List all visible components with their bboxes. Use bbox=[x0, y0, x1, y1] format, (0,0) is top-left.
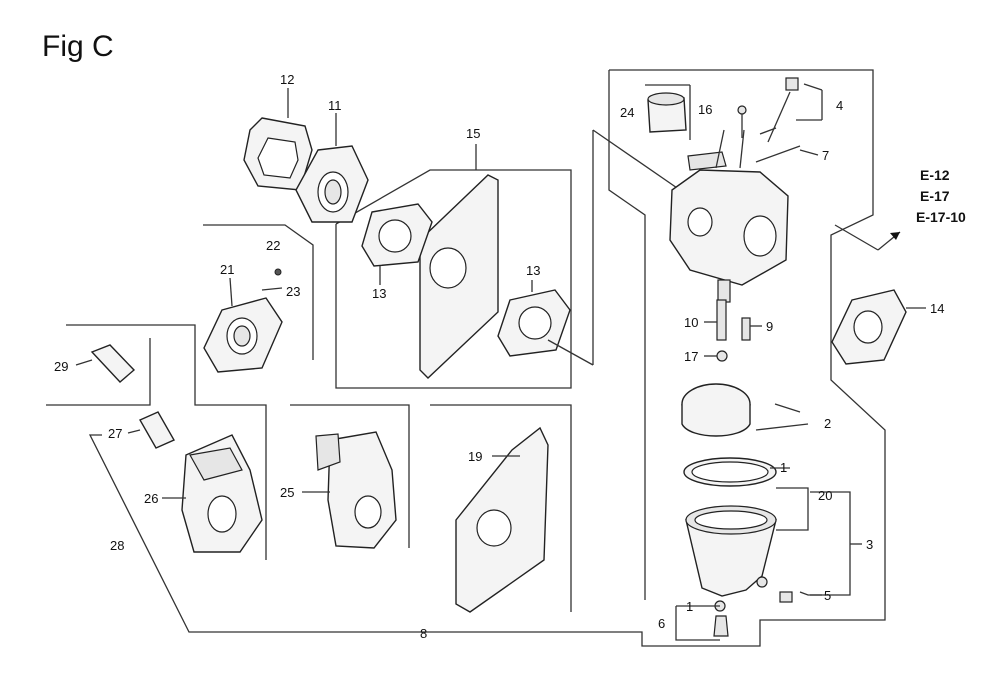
label-24: 24 bbox=[620, 105, 634, 120]
part-20-bowl bbox=[685, 505, 777, 597]
part-29-breather bbox=[75, 344, 136, 383]
group-outlines bbox=[46, 69, 901, 647]
label-29: 29 bbox=[54, 359, 68, 374]
label-9: 9 bbox=[766, 319, 773, 334]
label-7: 7 bbox=[822, 148, 829, 163]
ref-e17-10: E-17-10 bbox=[916, 209, 966, 225]
label-22: 22 bbox=[266, 238, 280, 253]
part-19-plate bbox=[455, 426, 549, 613]
label-16: 16 bbox=[698, 102, 712, 117]
label-3: 3 bbox=[866, 537, 873, 552]
arrow-icon bbox=[890, 232, 900, 240]
part-27-fitting bbox=[127, 411, 175, 449]
part-25-body bbox=[302, 431, 397, 549]
reference-labels: E-12 E-17 E-17-10 bbox=[916, 167, 966, 225]
part-14-gasket bbox=[831, 289, 926, 365]
ref-e17: E-17 bbox=[920, 188, 950, 204]
part-labels: 12 11 15 13 13 22 21 23 29 27 26 28 25 1… bbox=[54, 72, 944, 641]
label-12: 12 bbox=[280, 72, 294, 87]
part-2-band bbox=[681, 383, 809, 437]
label-25: 25 bbox=[280, 485, 294, 500]
bracket-lines bbox=[675, 487, 862, 641]
label-26: 26 bbox=[144, 491, 158, 506]
parts-5-6 bbox=[713, 576, 793, 637]
label-8: 8 bbox=[420, 626, 427, 641]
part-13a-gasket bbox=[361, 203, 433, 285]
ref-e12: E-12 bbox=[920, 167, 950, 183]
label-20: 20 bbox=[818, 488, 832, 503]
label-13a: 13 bbox=[372, 286, 386, 301]
part-15-plate bbox=[419, 144, 499, 379]
label-10: 10 bbox=[684, 315, 698, 330]
label-2: 2 bbox=[824, 416, 831, 431]
label-4: 4 bbox=[836, 98, 843, 113]
part-26-body bbox=[162, 434, 263, 553]
carburetor-body bbox=[669, 129, 789, 303]
label-21: 21 bbox=[220, 262, 234, 277]
label-6: 6 bbox=[658, 616, 665, 631]
part-13b-gasket bbox=[497, 280, 594, 366]
figure-title: Fig C bbox=[42, 30, 114, 63]
label-5: 5 bbox=[824, 588, 831, 603]
part-21-insulator bbox=[203, 268, 283, 373]
label-17: 17 bbox=[684, 349, 698, 364]
label-1b: 1 bbox=[686, 599, 693, 614]
screws-4-7-16 bbox=[737, 77, 823, 163]
label-28: 28 bbox=[110, 538, 124, 553]
label-27: 27 bbox=[108, 426, 122, 441]
label-11: 11 bbox=[328, 98, 342, 113]
label-1a: 1 bbox=[780, 460, 787, 475]
label-14: 14 bbox=[930, 301, 944, 316]
label-13b: 13 bbox=[526, 263, 540, 278]
part-1-ring bbox=[683, 457, 790, 487]
label-23: 23 bbox=[286, 284, 300, 299]
part-11-insulator bbox=[295, 113, 369, 223]
part-12-gasket bbox=[243, 88, 313, 191]
parts-9-10-17 bbox=[704, 299, 762, 362]
label-15: 15 bbox=[466, 126, 480, 141]
part-24-cap bbox=[645, 84, 691, 140]
label-19: 19 bbox=[468, 449, 482, 464]
